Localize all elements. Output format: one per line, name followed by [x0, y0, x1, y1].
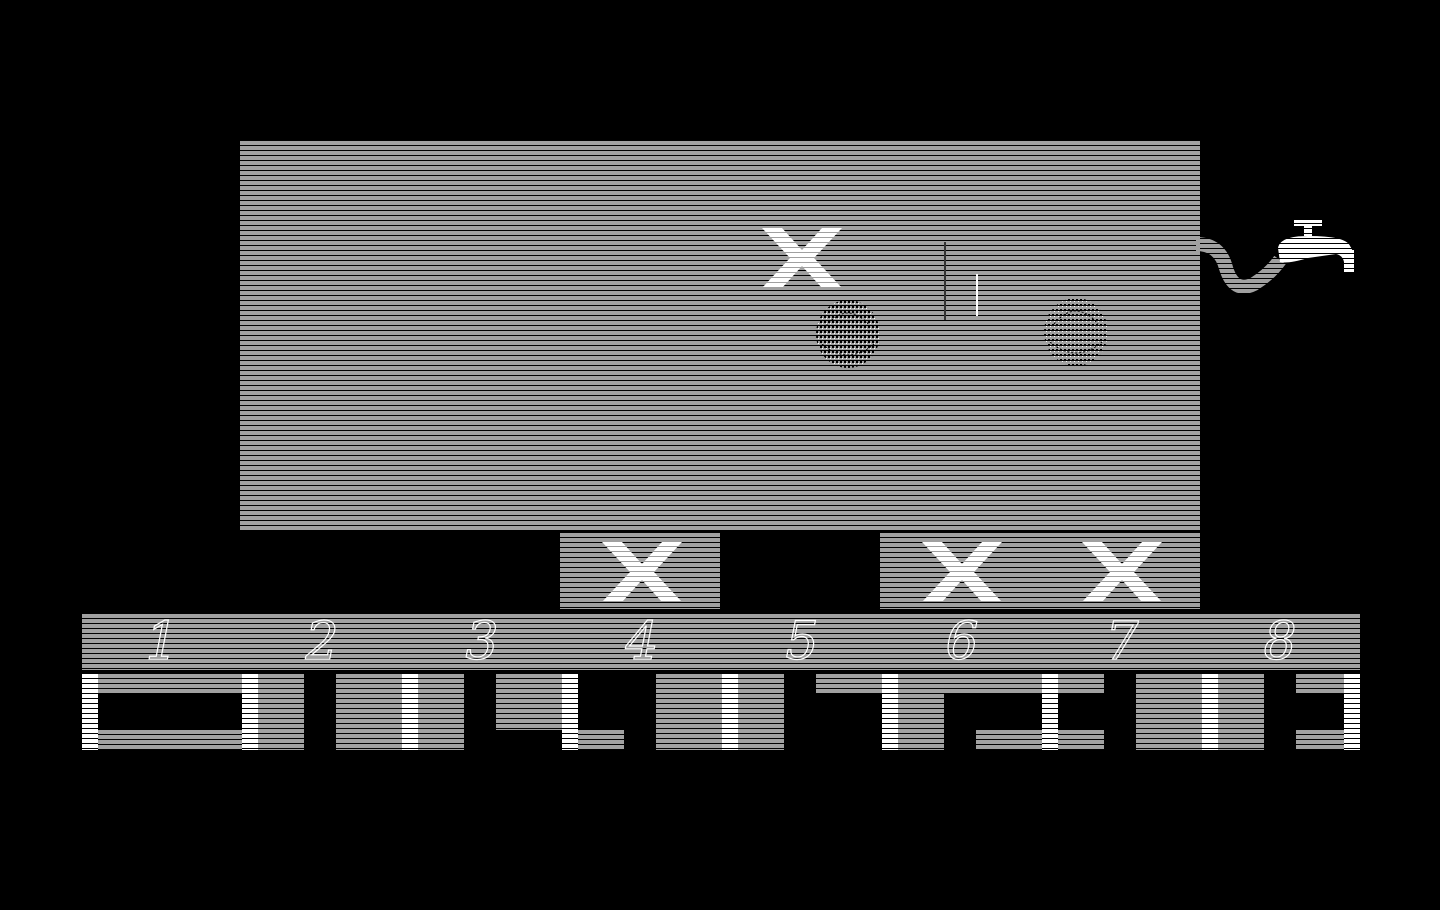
pipe-tile-9-bottom — [1296, 730, 1344, 750]
slot-number-label: 8 — [1263, 612, 1297, 672]
x-icon — [1082, 542, 1162, 602]
pipe-tile-1-bottom — [98, 730, 242, 750]
pipe-tile-5-left — [656, 674, 722, 750]
x-mark-bin-right-2[interactable] — [1082, 542, 1162, 602]
pipe-tile-1-top — [98, 674, 242, 694]
pipe-tile-4-left — [496, 674, 562, 730]
x-mark-bin-left[interactable] — [602, 542, 682, 602]
slot-number-6[interactable]: 6 — [882, 614, 1042, 670]
pipe-tile-4-right — [578, 730, 624, 750]
x-icon — [602, 542, 682, 602]
pipe-tile-4[interactable] — [562, 674, 578, 750]
pipe-tile-3-right — [418, 674, 464, 750]
slot-number-label: 5 — [785, 612, 819, 672]
slot-number-4[interactable]: 4 — [562, 614, 722, 670]
slot-number-label: 2 — [305, 612, 339, 672]
pipe-tile-3-left — [336, 674, 402, 750]
slot-number-1[interactable]: 1 — [82, 614, 242, 670]
pipe-tile-6[interactable] — [882, 674, 898, 750]
slot-number-label: 4 — [625, 612, 659, 672]
garden-field[interactable] — [240, 141, 1200, 531]
number-strip — [82, 614, 1360, 670]
pipe-tile-7-right — [1058, 730, 1104, 750]
faucet-icon — [1196, 220, 1354, 294]
pipe-tile-8[interactable] — [1202, 674, 1218, 750]
slot-number-8[interactable]: 8 — [1200, 614, 1360, 670]
pipe-tile-5-right — [738, 674, 784, 750]
pipe-tile-5[interactable] — [722, 674, 738, 750]
slot-number-label: 6 — [945, 612, 979, 672]
slot-number-label: 1 — [145, 612, 179, 672]
pipe-tile-1[interactable] — [82, 674, 98, 750]
pipe-tile-9-top — [1296, 674, 1344, 694]
faucet[interactable] — [1196, 214, 1360, 304]
seed-icon — [816, 300, 880, 368]
seed-cluster-1[interactable] — [812, 296, 884, 376]
seed-cluster-2[interactable] — [1040, 294, 1112, 374]
pipe-tile-6-right — [898, 674, 944, 750]
number-row: 1 2 3 4 5 6 7 8 — [82, 614, 1360, 670]
pipe-tile-2-body — [258, 674, 304, 750]
pipe-tile-6-top — [816, 674, 882, 694]
pipe-tile-9[interactable] — [1344, 674, 1360, 750]
sprout-stem — [976, 274, 978, 316]
x-mark-bin-right-1[interactable] — [922, 542, 1002, 602]
slot-number-7[interactable]: 7 — [1042, 614, 1202, 670]
pipe-tile-7[interactable] — [1042, 674, 1058, 750]
pipe-tile-2[interactable] — [242, 674, 258, 750]
slot-number-label: 7 — [1105, 612, 1139, 672]
sprout-stem — [944, 242, 946, 320]
pipe-tile-3[interactable] — [402, 674, 418, 750]
pipe-tile-8-left — [1136, 674, 1202, 750]
x-icon — [922, 542, 1002, 602]
slot-number-label: 3 — [465, 612, 499, 672]
slot-number-3[interactable]: 3 — [402, 614, 562, 670]
x-icon — [762, 228, 842, 288]
pipe-tile-6-toprail — [944, 674, 1104, 694]
slot-number-2[interactable]: 2 — [242, 614, 402, 670]
seed-icon — [1044, 298, 1108, 366]
pipe-tile-8-right — [1218, 674, 1264, 750]
slot-number-5[interactable]: 5 — [722, 614, 882, 670]
pipe-tile-7-left — [976, 730, 1042, 750]
x-mark-field[interactable] — [762, 228, 842, 288]
